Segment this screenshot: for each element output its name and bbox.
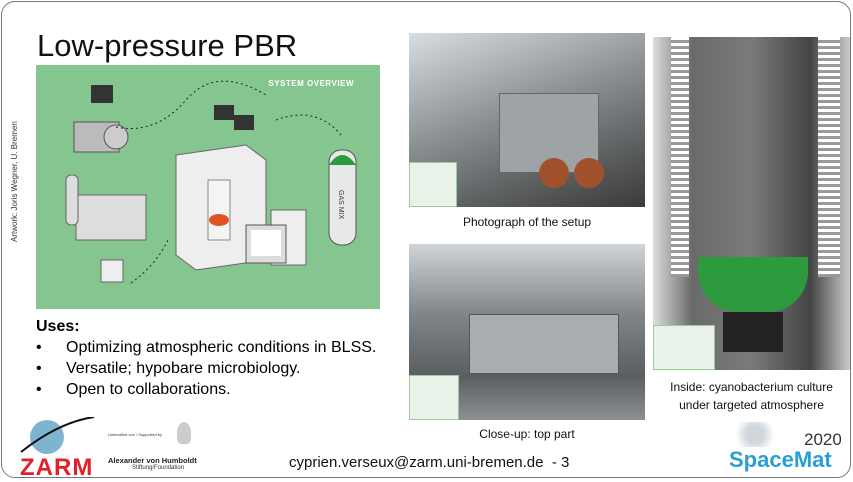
- inside-photo: [653, 37, 850, 370]
- humboldt-portrait-icon: [177, 422, 191, 444]
- uses-list: Optimizing atmospheric conditions in BLS…: [36, 339, 376, 402]
- uses-item: Optimizing atmospheric conditions in BLS…: [36, 339, 376, 360]
- zarm-logo: ZARM: [20, 454, 94, 481]
- event-year: 2020: [804, 430, 842, 449]
- inside-caption-line2: under targeted atmosphere: [679, 398, 824, 412]
- page-number: - 3: [551, 454, 570, 471]
- uses-heading: Uses:: [36, 318, 80, 335]
- zarm-globe-icon: [20, 417, 95, 454]
- system-overview-illustration: SYSTEM OVERVIEW GAS MIX: [36, 65, 380, 309]
- event-name: SpaceMat: [729, 447, 832, 472]
- setup-caption: Photograph of the setup: [462, 215, 592, 229]
- email-text: cyprien.verseux@zarm.uni-bremen.de: [289, 454, 544, 471]
- inside-caption-line1: Inside: cyanobacterium culture: [670, 380, 833, 394]
- overview-label: SYSTEM OVERVIEW: [268, 79, 354, 88]
- slide-title: Low-pressure PBR: [37, 28, 298, 63]
- closeup-photo: [409, 244, 645, 420]
- gas-mix-label: GAS MIX: [337, 190, 344, 220]
- overview-drawing: GAS MIX: [65, 80, 357, 284]
- humboldt-supported: Unterstützt von / Supported by: [108, 432, 163, 437]
- uses-item: Versatile; hypobare microbiology.: [36, 360, 376, 381]
- closeup-caption: Close-up: top part: [479, 427, 575, 441]
- footer-email: cyprien.verseux@zarm.uni-bremen.de - 3: [289, 454, 569, 471]
- artwork-credit: Artwork: Joris Wegner, U. Bremen: [10, 121, 19, 242]
- spacemat-dots-icon: [730, 422, 780, 447]
- setup-photo: [409, 33, 645, 207]
- humboldt-name: Alexander von Humboldt: [108, 456, 197, 465]
- humboldt-sub: Stiftung/Foundation: [132, 465, 185, 471]
- uses-item: Open to collaborations.: [36, 381, 376, 402]
